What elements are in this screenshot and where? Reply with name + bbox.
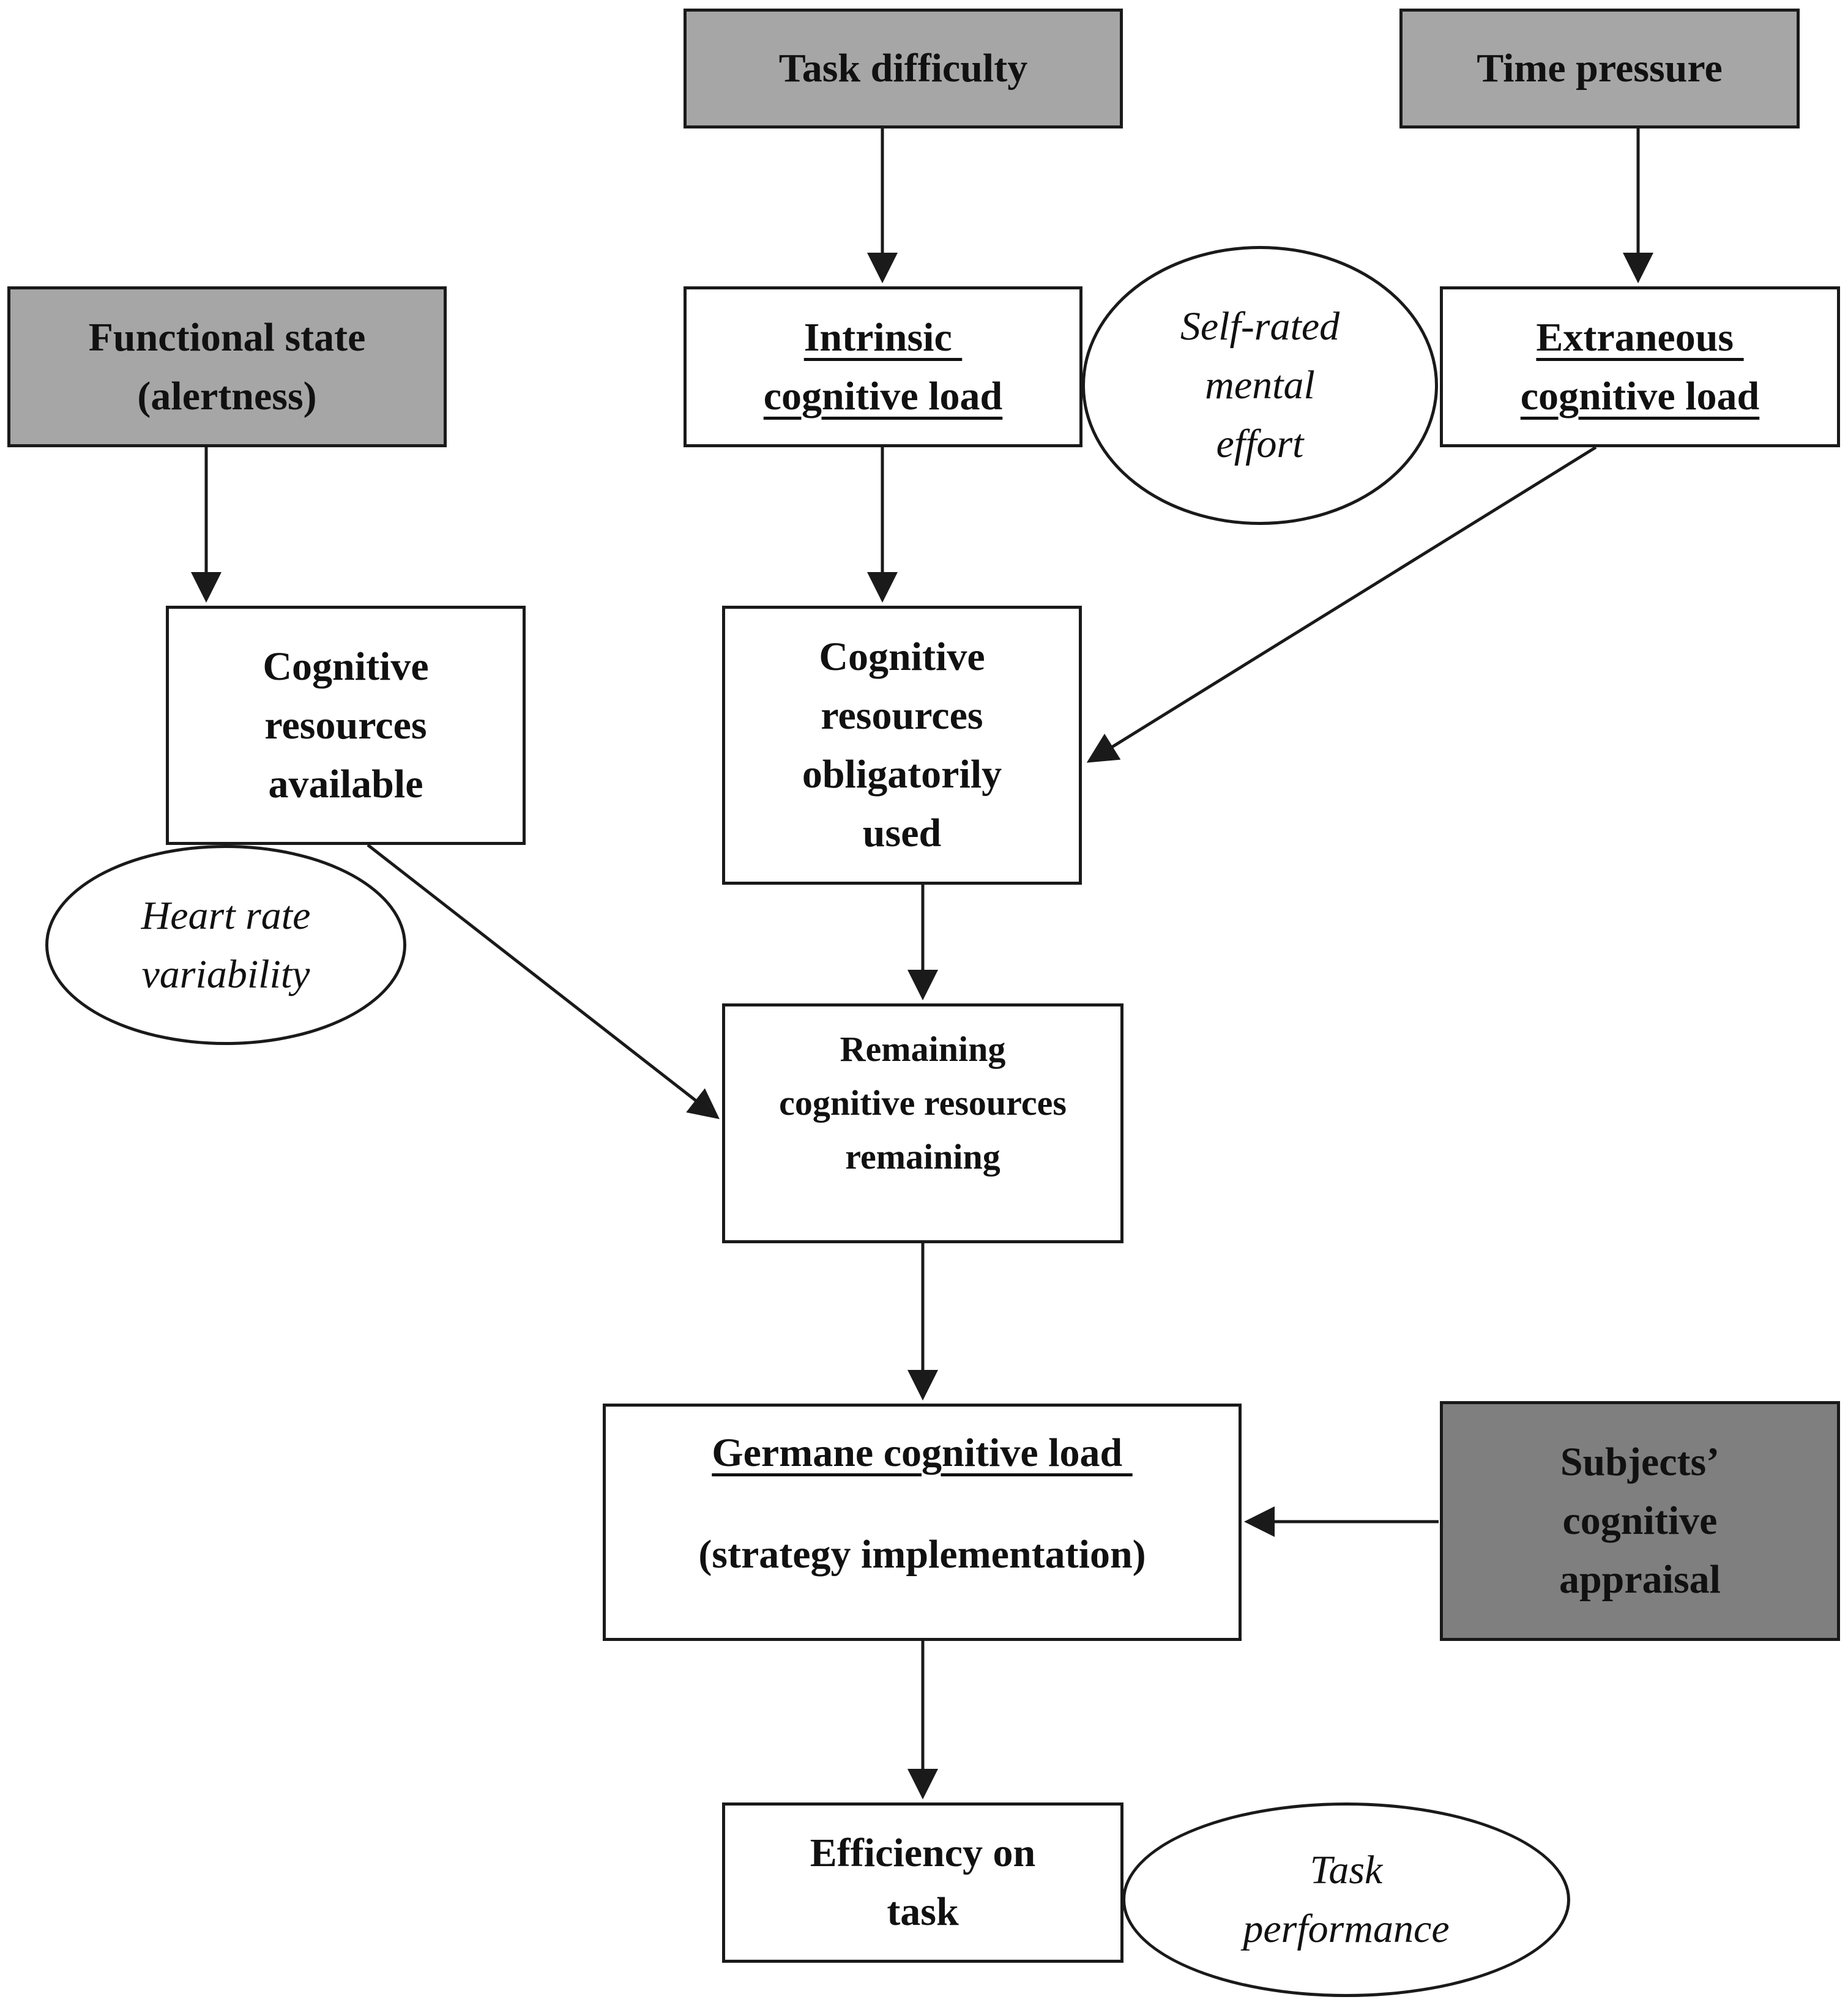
efficiency-box: Efficiency on task (722, 1802, 1123, 1963)
task-difficulty-box: Task difficulty (684, 9, 1123, 128)
self-rated-effort-line-2: mental (1205, 363, 1315, 407)
intrinsic-load-box: Intrinsic cognitive load (684, 286, 1082, 447)
extraneous-load-line-1: Extraneous (1536, 314, 1744, 360)
remaining-resources-box: Remaining cognitive resources remaining (722, 1003, 1123, 1243)
resources-obligatory-box: Cognitive resources obligatorily used (722, 606, 1082, 885)
heart-rate-variability-ellipse: Heart rate variability (45, 845, 406, 1045)
germane-load-title: Germane cognitive load (712, 1430, 1133, 1475)
time-pressure-box: Time pressure (1399, 9, 1800, 128)
arrow-extraneous-to-resources-obligatory (1086, 445, 1597, 763)
task-performance-line-2: performance (1243, 1906, 1450, 1951)
functional-state-line-2: (alertness) (137, 373, 317, 418)
cognitive-appraisal-line-2: cognitive (1562, 1498, 1718, 1543)
resources-obligatory-line-3: obligatorily (802, 752, 1002, 797)
resources-obligatory-line-2: resources (821, 693, 983, 738)
efficiency-line-2: task (887, 1889, 959, 1934)
intrinsic-load-line-2: cognitive load (763, 373, 1003, 418)
cognitive-appraisal-box: Subjects’ cognitive appraisal (1440, 1401, 1840, 1641)
remaining-resources-line-3: remaining (845, 1137, 1000, 1177)
resources-obligatory-line-4: used (862, 811, 942, 855)
resources-available-line-2: resources (264, 702, 427, 748)
task-difficulty-label: Task difficulty (778, 46, 1028, 91)
germane-load-box: Germane cognitive load (strategy impleme… (603, 1404, 1242, 1641)
extraneous-load-line-2: cognitive load (1520, 373, 1760, 418)
cognitive-appraisal-line-1: Subjects’ (1560, 1440, 1720, 1484)
resources-available-box: Cognitive resources available (166, 606, 526, 845)
time-pressure-label: Time pressure (1477, 46, 1723, 91)
remaining-resources-line-2: cognitive resources (779, 1083, 1067, 1123)
self-rated-effort-line-1: Self-rated (1180, 304, 1340, 349)
extraneous-load-box: Extraneous cognitive load (1440, 286, 1840, 447)
heart-rate-variability-line-1: Heart rate (141, 893, 311, 938)
intrinsic-load-line-1: Intrinsic (803, 314, 963, 360)
task-performance-line-1: Task (1310, 1848, 1383, 1892)
cognitive-appraisal-line-3: appraisal (1559, 1557, 1721, 1602)
arrow-resources-available-to-remaining (367, 844, 720, 1120)
heart-rate-variability-line-2: variability (141, 951, 310, 997)
functional-state-line-1: Functional state (88, 314, 366, 360)
resources-available-line-3: available (268, 761, 423, 806)
task-performance-ellipse: Task performance (1122, 1802, 1570, 1997)
resources-obligatory-line-1: Cognitive (819, 634, 985, 679)
efficiency-line-1: Efficiency on (810, 1831, 1036, 1875)
resources-available-line-1: Cognitive (263, 644, 429, 689)
germane-load-subtitle: (strategy implementation) (698, 1532, 1146, 1577)
functional-state-box: Functional state (alertness) (7, 286, 447, 447)
self-rated-effort-line-3: effort (1216, 422, 1304, 466)
self-rated-effort-ellipse: Self-rated mental effort (1082, 246, 1438, 525)
remaining-resources-line-1: Remaining (840, 1029, 1006, 1069)
